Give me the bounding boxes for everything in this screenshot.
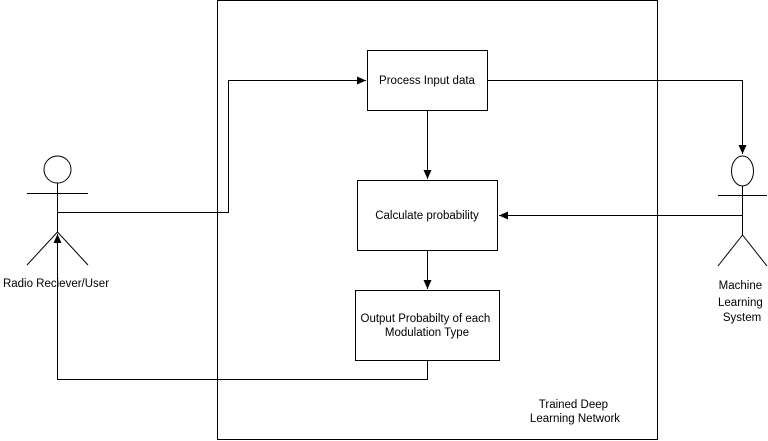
process-input-label: Process Input data [379,75,475,87]
radio-receiver-label: Radio Reciever/User [3,278,109,290]
output-probability-box [355,290,500,361]
ml-system-label-line-2: Learning [718,297,763,309]
output-probability-label-line-1: Output Probabilty of each [361,313,491,325]
ml-system-actor-icon [717,155,768,267]
ml-system-label: Machine Learning System [718,280,766,324]
ml-system-label-line-1: Machine [719,280,762,292]
network-container-label-line-2: Learning Network [530,413,620,425]
arrow-output-to-receiver [53,234,428,380]
radio-receiver-actor-icon [26,155,89,266]
arrow-receiver-to-process-input [57,76,366,213]
calculate-probability-label: Calculate probability [375,210,479,222]
network-container-label: Trained Deep Learning Network [530,399,620,425]
calculate-probability-box [357,180,498,251]
network-container-label-line-1: Trained Deep [539,399,608,411]
output-probability-label: Output Probabilty of each Modulation Typ… [361,313,494,339]
arrow-process-input-to-ml-system [487,80,747,154]
output-probability-label-line-2: Modulation Type [385,327,469,339]
ml-system-label-line-3: System [723,312,761,324]
